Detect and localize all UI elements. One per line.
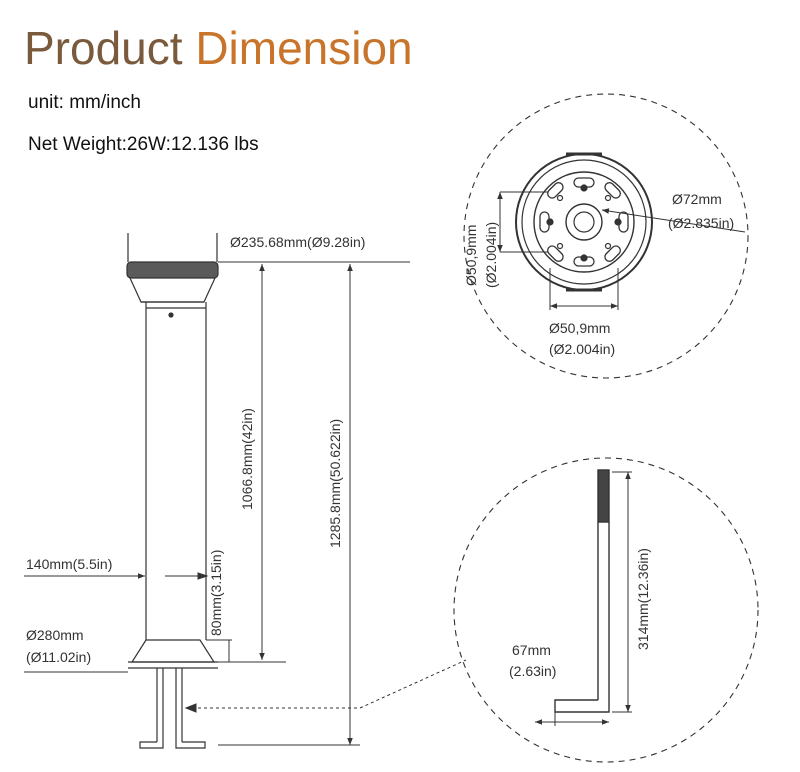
top-horizontal-mm-label: Ø50,9mm (549, 320, 610, 336)
body-height-label: 1066.8mm(42in) (239, 408, 255, 510)
bolt-foot-in-label: (2.63in) (509, 663, 556, 679)
top-detail-circle (463, 93, 749, 379)
top-view-plate (515, 152, 653, 292)
top-outer-mm-label: Ø72mm (672, 191, 722, 207)
top-horizontal-in-label: (Ø2.004in) (549, 341, 615, 357)
top-detail-dimension-lines (497, 191, 746, 310)
bolt-length-label: 314mm(12.36in) (635, 548, 651, 650)
bolt-detail-dimension-lines (535, 471, 632, 726)
bolt-detail-circle (453, 457, 759, 763)
base-diameter-in-label: (Ø11.02in) (26, 649, 91, 665)
title-word-dimension: Dimension (195, 22, 413, 74)
base-height-label: 80mm(3.15in) (208, 550, 224, 636)
top-vertical-in-label: (Ø2.004in) (483, 222, 499, 288)
base-diameter-mm-label: Ø280mm (26, 627, 84, 643)
page-title: Product Dimension (24, 20, 413, 76)
top-vertical-mm-label: Ø50,9mm (463, 225, 479, 286)
unit-label: unit: mm/inch (28, 92, 141, 113)
bollard-dimension-lines (24, 261, 467, 746)
top-diameter-label: Ø235.68mm(Ø9.28in) (230, 234, 365, 250)
top-outer-in-label: (Ø2.835in) (668, 215, 734, 231)
total-height-label: 1285.8mm(50.622in) (327, 419, 343, 548)
bollard-body (126, 233, 219, 749)
title-word-product: Product (24, 22, 183, 74)
anchor-bolt (554, 469, 610, 713)
net-weight-label: Net Weight:26W:12.136 lbs (28, 134, 259, 155)
bolt-foot-mm-label: 67mm (512, 642, 551, 658)
body-width-label: 140mm(5.5in) (26, 556, 112, 572)
